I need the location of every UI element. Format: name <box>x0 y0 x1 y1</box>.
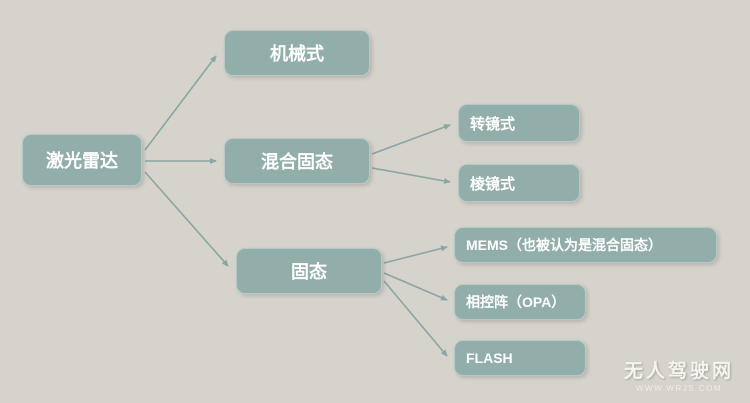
node-mechanical: 机械式 <box>224 30 370 76</box>
node-mems: MEMS（也被认为是混合固态） <box>454 227 717 263</box>
node-lidar: 激光雷达 <box>22 134 142 186</box>
watermark-subtitle: WWW.WRJS.COM <box>636 384 722 393</box>
node-solid-state: 固态 <box>236 248 382 294</box>
node-rotating-mirror: 转镜式 <box>458 104 580 142</box>
watermark-title: 无人驾驶网 <box>623 361 734 382</box>
node-prism: 棱镜式 <box>458 164 580 202</box>
node-hybrid-solid-state: 混合固态 <box>224 138 370 184</box>
node-phased-array-opa: 相控阵（OPA） <box>454 284 586 320</box>
node-flash: FLASH <box>454 340 586 376</box>
watermark: 无人驾驶网 WWW.WRJS.COM <box>624 356 734 393</box>
